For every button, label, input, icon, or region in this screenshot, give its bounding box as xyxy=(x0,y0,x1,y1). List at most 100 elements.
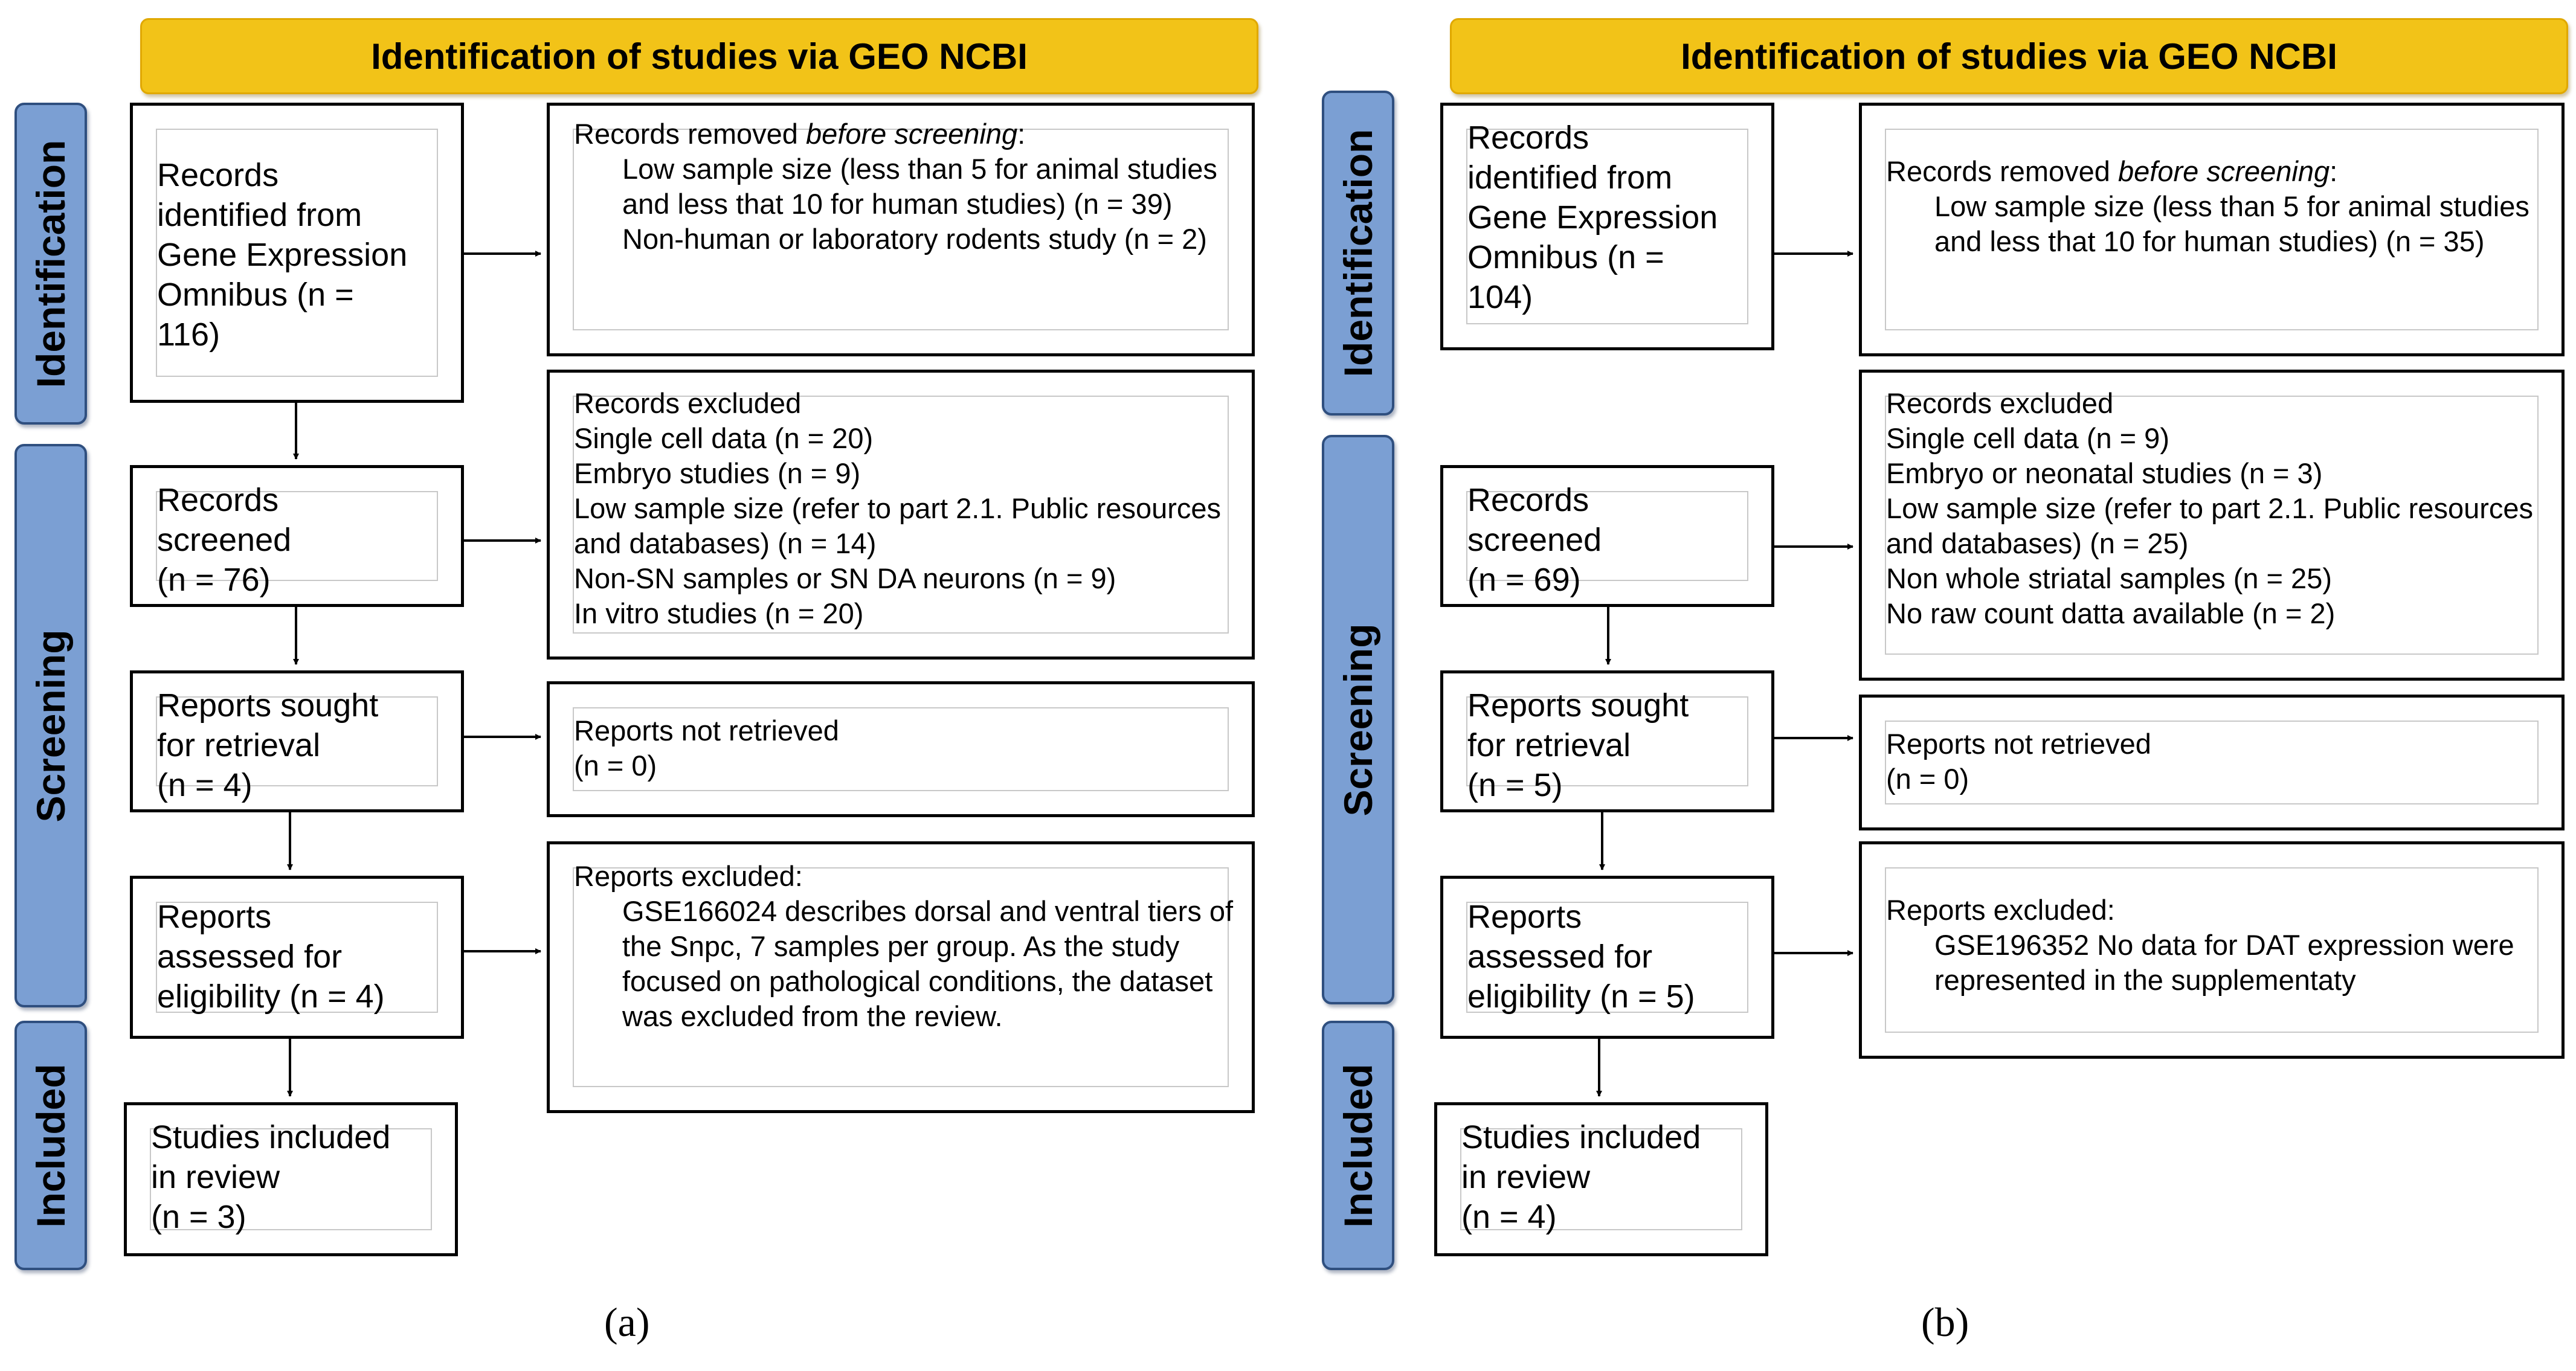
panel-caption: (b) xyxy=(1921,1299,1969,1346)
title-prefix: Records removed xyxy=(574,118,806,150)
box-inner-frame xyxy=(1460,1128,1742,1230)
box-inner-frame xyxy=(1885,396,2539,655)
reports-excluded-title: Reports excluded: xyxy=(574,860,803,892)
box-studies-included: Studies included in review (n = 4) xyxy=(1434,1102,1768,1256)
title-emphasis: before screening xyxy=(806,118,1018,150)
box-text: Reports not retrieved (n = 0) xyxy=(1886,727,2543,797)
text-line: screened xyxy=(157,522,292,558)
excluded-item: Low sample size (refer to part 2.1. Publ… xyxy=(1886,492,2534,559)
box-text: Records screened (n = 76) xyxy=(157,480,443,600)
box-inner-frame xyxy=(156,491,438,581)
box-reports-not-retrieved: Reports not retrieved (n = 0) xyxy=(1859,695,2565,830)
text-line: (n = 4) xyxy=(1461,1199,1557,1235)
box-text: Studies included in review (n = 3) xyxy=(151,1117,437,1237)
removed-item: Low sample size (less than 5 for animal … xyxy=(622,153,1217,220)
box-records-excluded: Records excluded Single cell data (n = 9… xyxy=(1859,370,2565,681)
removed-item: Non-human or laboratory rodents study (n… xyxy=(622,223,1207,255)
text-line: in review xyxy=(1461,1159,1591,1195)
box-inner-frame xyxy=(573,867,1229,1087)
phase-included: Included xyxy=(14,1021,87,1270)
text-line: eligibility (n = 5) xyxy=(1467,978,1695,1015)
text-line: in review xyxy=(151,1159,280,1195)
phase-screening: Screening xyxy=(14,444,87,1007)
reports-excluded-item: GSE196352 No data for DAT expression wer… xyxy=(1934,929,2514,996)
phase-screening: Screening xyxy=(1322,435,1394,1004)
box-studies-included: Studies included in review (n = 3) xyxy=(124,1102,458,1256)
text-line: Records xyxy=(157,157,279,193)
text-line: eligibility (n = 4) xyxy=(157,978,385,1015)
title-suffix: : xyxy=(1017,118,1026,150)
excluded-item: Non whole striatal samples (n = 25) xyxy=(1886,562,2332,594)
excluded-item: Embryo or neonatal studies (n = 3) xyxy=(1886,457,2323,489)
box-inner-frame xyxy=(573,396,1229,634)
box-text: Records removed before screening: Low sa… xyxy=(574,117,1234,257)
box-inner-frame xyxy=(1466,491,1748,581)
phase-included: Included xyxy=(1322,1021,1394,1270)
box-text: Records screened (n = 69) xyxy=(1467,480,1753,600)
box-records-excluded: Records excluded Single cell data (n = 2… xyxy=(547,370,1255,660)
text-line: (n = 76) xyxy=(157,562,271,598)
box-inner-frame xyxy=(573,129,1229,330)
excluded-item: In vitro studies (n = 20) xyxy=(574,597,864,629)
text-line: (n = 69) xyxy=(1467,562,1581,598)
box-text: Records excluded Single cell data (n = 9… xyxy=(1886,386,2543,631)
panel-b: Identification of studies via GEO NCBI I… xyxy=(1288,0,2576,1371)
text-line: (n = 5) xyxy=(1467,767,1563,803)
text-line: for retrieval xyxy=(1467,727,1631,763)
box-text: Records excluded Single cell data (n = 2… xyxy=(574,386,1234,631)
text-line: (n = 0) xyxy=(574,750,657,782)
text-line: Omnibus (n = xyxy=(157,277,354,313)
box-text: Reports excluded: GSE166024 describes do… xyxy=(574,859,1234,1034)
excluded-item: No raw count datta available (n = 2) xyxy=(1886,597,2336,629)
title-suffix: : xyxy=(2330,155,2338,187)
box-text: Reports excluded: GSE196352 No data for … xyxy=(1886,893,2543,998)
text-line: (n = 0) xyxy=(1886,763,1969,795)
box-reports-not-retrieved: Reports not retrieved (n = 0) xyxy=(547,681,1255,817)
header-title: Identification of studies via GEO NCBI xyxy=(1681,36,2337,77)
box-text: Records identified from Gene Expression … xyxy=(157,155,443,355)
excluded-item: Low sample size (refer to part 2.1. Publ… xyxy=(574,492,1222,559)
box-records-screened: Records screened (n = 69) xyxy=(1440,465,1774,607)
box-reports-excluded: Reports excluded: GSE196352 No data for … xyxy=(1859,841,2565,1059)
phase-identification: Identification xyxy=(14,103,87,425)
excluded-item: Single cell data (n = 20) xyxy=(574,422,874,454)
header-title: Identification of studies via GEO NCBI xyxy=(371,36,1028,77)
box-text: Records removed before screening: Low sa… xyxy=(1886,154,2543,259)
excluded-item: Embryo studies (n = 9) xyxy=(574,457,861,489)
excluded-item: Non-SN samples or SN DA neurons (n = 9) xyxy=(574,562,1116,594)
reports-excluded-title: Reports excluded: xyxy=(1886,894,2115,926)
text-line: screened xyxy=(1467,522,1602,558)
box-records-identified: Records identified from Gene Expression … xyxy=(130,103,464,403)
text-line: for retrieval xyxy=(157,727,321,763)
text-line: Omnibus (n = xyxy=(1467,239,1664,275)
panel-caption: (a) xyxy=(604,1299,649,1346)
box-inner-frame xyxy=(1885,129,2539,330)
box-records-screened: Records screened (n = 76) xyxy=(130,465,464,607)
box-reports-sought: Reports sought for retrieval (n = 5) xyxy=(1440,670,1774,812)
text-line: assessed for xyxy=(1467,939,1653,975)
text-line: Gene Expression xyxy=(1467,199,1718,236)
box-text: Reports sought for retrieval (n = 4) xyxy=(157,686,443,805)
title-emphasis: before screening xyxy=(2118,155,2330,187)
box-text: Reports assessed for eligibility (n = 4) xyxy=(157,897,443,1016)
box-records-removed: Records removed before screening: Low sa… xyxy=(1859,103,2565,356)
text-line: Studies included xyxy=(151,1119,391,1155)
text-line: Reports xyxy=(157,899,272,935)
box-inner-frame xyxy=(156,696,438,786)
title-prefix: Records removed xyxy=(1886,155,2118,187)
reports-excluded-item: GSE166024 describes dorsal and ventral t… xyxy=(622,895,1234,1032)
box-inner-frame xyxy=(156,902,438,1013)
box-text: Studies included in review (n = 4) xyxy=(1461,1117,1747,1237)
excluded-item: Single cell data (n = 9) xyxy=(1886,422,2169,454)
box-inner-frame xyxy=(1466,902,1748,1013)
panel-a: Identification of studies via GEO NCBI I… xyxy=(14,18,1258,1346)
box-text: Reports not retrieved (n = 0) xyxy=(574,713,1234,783)
text-line: Studies included xyxy=(1461,1119,1701,1155)
phase-identification: Identification xyxy=(1322,91,1394,416)
caption-text: (b) xyxy=(1921,1299,1969,1345)
excluded-title: Records excluded xyxy=(1886,387,2114,419)
box-text: Records identified from Gene Expression … xyxy=(1467,118,1753,317)
text-line: 104) xyxy=(1467,279,1533,315)
box-text: Reports assessed for eligibility (n = 5) xyxy=(1467,897,1753,1016)
text-line: Reports sought xyxy=(1467,687,1689,724)
